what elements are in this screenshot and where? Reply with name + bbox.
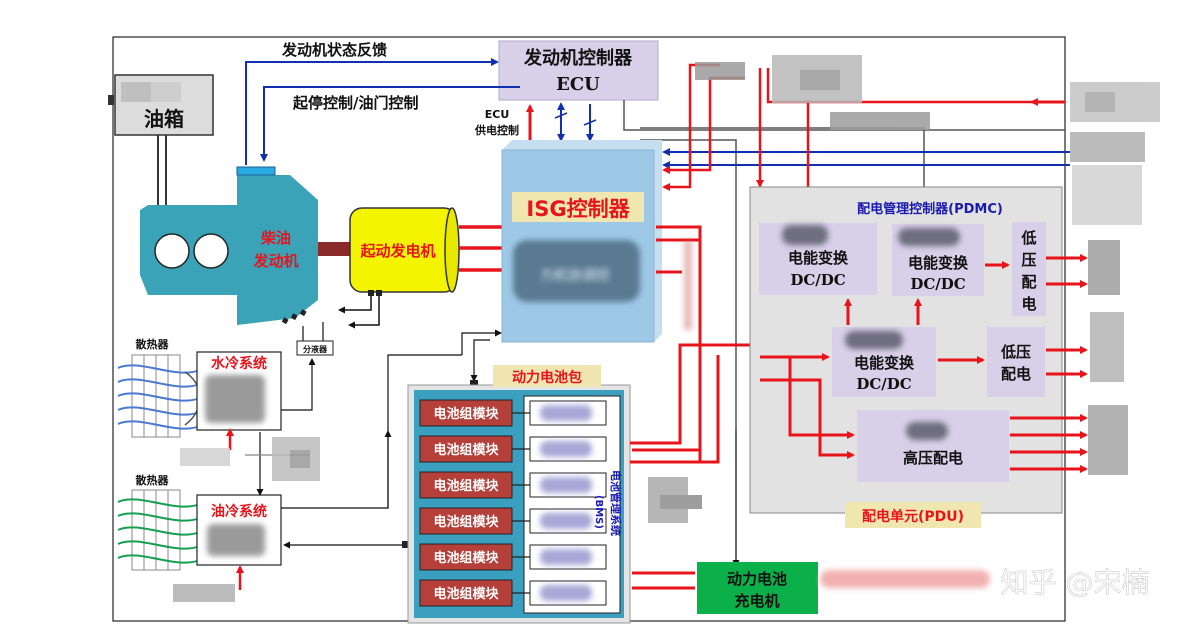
dcdc-a-label-1: 电能变换 <box>788 249 849 267</box>
engine-cylinder-2 <box>193 233 229 269</box>
water-cooling-label: 水冷系统 <box>211 355 267 372</box>
ecu-power-label-1: ECU <box>485 108 510 121</box>
lv-dist-1-char-1: 低 <box>1020 229 1036 247</box>
battery-module-label: 电池组模块 <box>433 550 499 566</box>
left-tab <box>108 95 114 105</box>
isg-controller-label: ISG控制器 <box>526 197 630 221</box>
battery-module-label: 电池组模块 <box>433 478 499 494</box>
battery-pack-label: 动力电池包 <box>512 369 582 386</box>
splitter-label: 分液器 <box>303 344 328 354</box>
lv-dist-1-char-4: 电 <box>1021 295 1036 313</box>
pdmc-label: 配电管理控制器(PDMC) <box>857 201 1003 217</box>
radiator-label-1: 散热器 <box>136 337 170 351</box>
engine-feedback-label: 发动机状态反馈 <box>281 41 387 59</box>
oil-cooling-label: 油冷系统 <box>211 503 267 520</box>
battery-module-label: 电池组模块 <box>433 514 499 530</box>
diesel-engine-label-1: 柴油 <box>260 229 291 247</box>
battery-module-label: 电池组模块 <box>433 406 499 422</box>
engine-shaft <box>318 242 350 256</box>
battery-module-label: 电池组模块 <box>433 442 499 458</box>
dcdc-c-label-1: 电能变换 <box>854 354 915 372</box>
ecu-box <box>498 40 659 101</box>
engine-cylinder-1 <box>154 233 190 269</box>
lv-dist-1-char-2: 压 <box>1021 251 1036 269</box>
diesel-engine-label-2: 发动机 <box>252 252 298 270</box>
ecu-power-label-2: 供电控制 <box>474 123 519 137</box>
starter-generator-label: 起动发电机 <box>359 242 435 260</box>
lv-dist-2-label-1: 低压 <box>1000 343 1031 361</box>
battery-module-label: 电池组模块 <box>433 586 499 602</box>
start-stop-control-label: 起停控制/油门控制 <box>292 94 418 112</box>
lv-dist-2-box <box>987 327 1045 397</box>
hv-dist-box <box>857 410 1009 482</box>
ecu-title: 发动机控制器 <box>523 47 633 69</box>
battery-module-box <box>419 399 513 427</box>
bms-label: 电池管理系统 <box>609 470 623 536</box>
charger-label-2: 充电机 <box>734 592 779 610</box>
lv-dist-2-label-2: 配电 <box>1001 365 1031 383</box>
lv-dist-1-char-3: 配 <box>1021 273 1036 291</box>
fuel-tank-label: 油箱 <box>144 107 184 131</box>
dcdc-b-label-1: 电能变换 <box>908 254 969 272</box>
engine-feedback-line <box>245 58 499 165</box>
dcdc-b-label-2: DC/DC <box>910 275 965 293</box>
charger-box <box>697 562 818 614</box>
pdu-label: 配电单元(PDU) <box>862 508 964 525</box>
battery-module-box <box>419 435 513 463</box>
blurred-regions <box>121 55 1160 602</box>
radiator-label-2: 散热器 <box>136 473 170 487</box>
splitter-box <box>296 340 334 356</box>
hv-dist-label: 高压配电 <box>903 449 963 467</box>
battery-module-box <box>419 507 513 535</box>
dcdc-c-label-2: DC/DC <box>856 375 911 393</box>
start-stop-control-line <box>260 86 520 162</box>
dcdc-a-label-2: DC/DC <box>790 271 845 289</box>
bms-abbr: (BMS) <box>593 495 604 529</box>
radiator-2-icon <box>117 489 201 571</box>
lv-dist-1-box <box>1012 222 1046 316</box>
diesel-engine-shape <box>140 175 318 325</box>
isg-inner-label: 力机协调控 <box>540 268 610 284</box>
ecu-subtitle: ECU <box>556 74 600 95</box>
charger-label-1: 动力电池 <box>727 570 787 588</box>
watermark: 知乎 @宋楠 <box>1001 566 1150 599</box>
